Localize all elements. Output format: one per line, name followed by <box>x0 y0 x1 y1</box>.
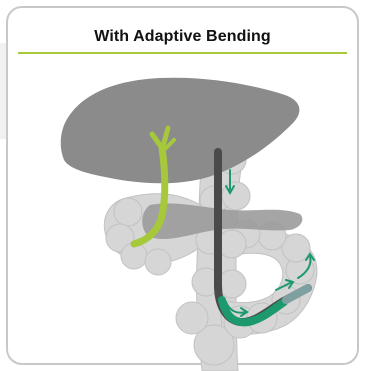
liver-icon <box>61 78 300 184</box>
